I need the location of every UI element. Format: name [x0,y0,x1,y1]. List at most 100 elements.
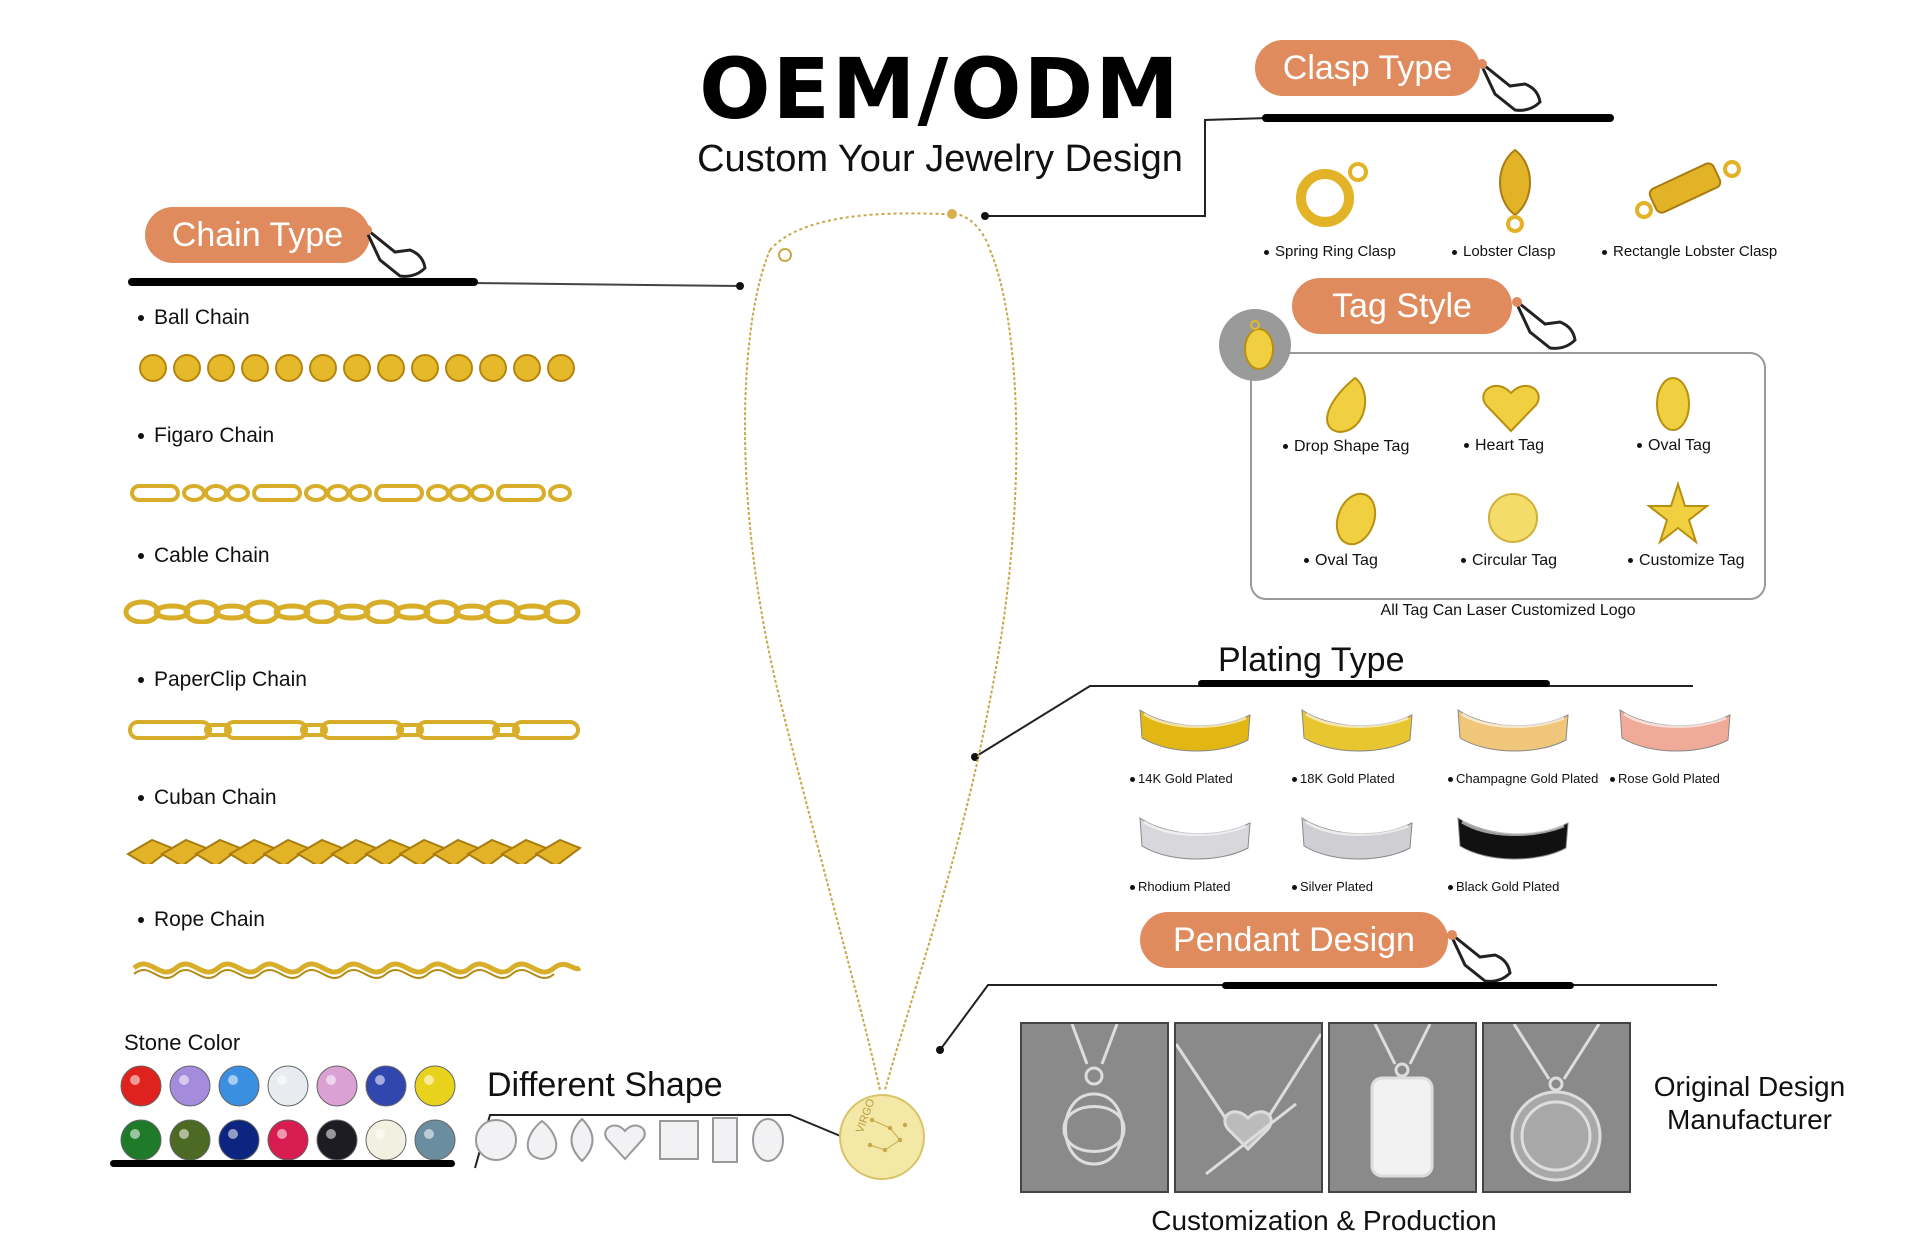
odm-label: Original Design Manufacturer [1652,1070,1847,1136]
plating-item: Black Gold Plated [1448,808,1578,894]
lobster-clasp-icon [1499,148,1531,233]
page-title: OEM/ODM [699,40,1181,138]
plating-swatch-icon [1139,817,1251,860]
pear-shape-icon [526,1119,558,1161]
plating-item: Silver Plated [1292,808,1422,894]
star-tag-icon [1646,480,1710,545]
stone-swatch [120,1065,162,1107]
stone-color-swatches [120,1065,456,1161]
tag-label-heart: Heart Tag [1464,437,1544,455]
stone-swatch [414,1065,456,1107]
plating-label: Champagne Gold Plated [1448,771,1598,786]
stone-swatch [414,1119,456,1161]
spring-ring-clasp-icon [1296,162,1368,227]
heart-tag-icon [1482,385,1540,433]
pendant-thumbnail-knot [1020,1022,1169,1193]
plating-label: Silver Plated [1292,879,1422,894]
plating-swatch-icon [1301,817,1413,860]
stone-color-heading: Stone Color [124,1030,241,1055]
stone-swatch [267,1065,309,1107]
stone-swatch [267,1119,309,1161]
pendant-thumbnail-coin [1482,1022,1631,1193]
chain-label-paperclip: PaperClip Chain [138,668,307,692]
circular-tag-icon [1488,493,1538,543]
stone-swatch [218,1065,260,1107]
clasp-label-rectangle-lobster: Rectangle Lobster Clasp [1602,243,1777,260]
clasp-type-heading: Clasp Type [1255,40,1480,96]
page-subtitle: Custom Your Jewelry Design [697,138,1183,180]
plating-swatch-icon [1301,709,1413,752]
plating-swatch-icon [1457,817,1569,860]
tag-style-heading: Tag Style [1292,278,1512,334]
pendant-disc [839,1094,925,1180]
stone-swatch [169,1119,211,1161]
paperclip-chain-image [128,720,580,740]
plating-label: Rose Gold Plated [1610,771,1740,786]
emerald-shape-icon [712,1117,738,1163]
plating-label: Rhodium Plated [1130,879,1260,894]
round-shape-icon [475,1119,517,1161]
chain-label-rope: Rope Chain [138,908,265,932]
tag-sample-icon [1219,309,1291,381]
chain-type-heading: Chain Type [145,207,370,263]
plating-item: Champagne Gold Plated [1448,700,1598,786]
drop-shape-tag-icon [1326,376,1367,434]
pendant-caption: Customization & Production [1151,1205,1497,1236]
pendant-thumbnail-dogtag [1328,1022,1477,1193]
odm-label-line2: Manufacturer [1667,1104,1832,1135]
square-shape-icon [659,1120,699,1160]
plating-label: 18K Gold Plated [1292,771,1422,786]
pendant-design-underline [1222,982,1574,989]
stone-swatch [316,1119,358,1161]
tag-style-panel [1250,352,1766,600]
plating-item: Rose Gold Plated [1610,700,1740,786]
tag-style-note: All Tag Can Laser Customized Logo [1380,602,1636,619]
plating-swatch-icon [1619,709,1731,752]
plating-grid: 14K Gold Plated 18K Gold Plated Champagne … [1130,700,1750,900]
plating-type-heading: Plating Type [1218,641,1405,679]
figaro-chain-image [130,484,572,502]
pendant-design-heading: Pendant Design [1140,912,1448,968]
cuban-chain-image [126,838,583,864]
pendant-thumbnail-heart [1174,1022,1323,1193]
chain-type-connector [469,282,741,287]
oval-tag-icon [1656,377,1690,431]
tag-label-customize: Customize Tag [1628,552,1745,570]
chain-label-cable: Cable Chain [138,544,270,568]
clasp-type-connector [985,117,1269,217]
stone-swatch [316,1065,358,1107]
rope-chain-image [132,961,582,980]
tag-label-circular: Circular Tag [1461,552,1557,570]
ball-chain-image [139,354,575,382]
plating-label: Black Gold Plated [1448,879,1578,894]
plating-swatch-icon [1457,709,1569,752]
chain-type-underline [128,278,478,286]
necklace-chain-left [744,249,881,1091]
stone-swatch [169,1065,211,1107]
chain-label-ball: Ball Chain [138,306,250,330]
stone-swatch [120,1119,162,1161]
clasp-icon [947,209,957,219]
plating-item: Rhodium Plated [1130,808,1260,894]
plating-item: 14K Gold Plated [1130,700,1260,786]
oval-shape-icon [752,1118,784,1162]
clasp-label-spring-ring: Spring Ring Clasp [1264,243,1396,260]
plating-swatch-icon [1139,709,1251,752]
stone-shape-row [475,1117,784,1163]
rectangle-lobster-clasp-icon [1635,160,1741,219]
odm-label-line1: Original Design [1653,1071,1846,1102]
stone-swatch [365,1119,407,1161]
tag-label-oval-1: Oval Tag [1637,437,1711,455]
oval-tag-icon [1335,492,1377,546]
different-shape-heading: Different Shape [487,1066,723,1104]
plating-type-underline [1198,680,1550,687]
clasp-type-underline [1262,114,1614,122]
necklace-chain-right [884,249,1018,1091]
chain-label-cuban: Cuban Chain [138,786,277,810]
tag-label-oval-2: Oval Tag [1304,552,1378,570]
pointing-hand-icon [1447,930,1512,983]
marquise-shape-icon [570,1117,594,1163]
necklace-extender [769,212,991,251]
stone-underline [110,1160,455,1167]
